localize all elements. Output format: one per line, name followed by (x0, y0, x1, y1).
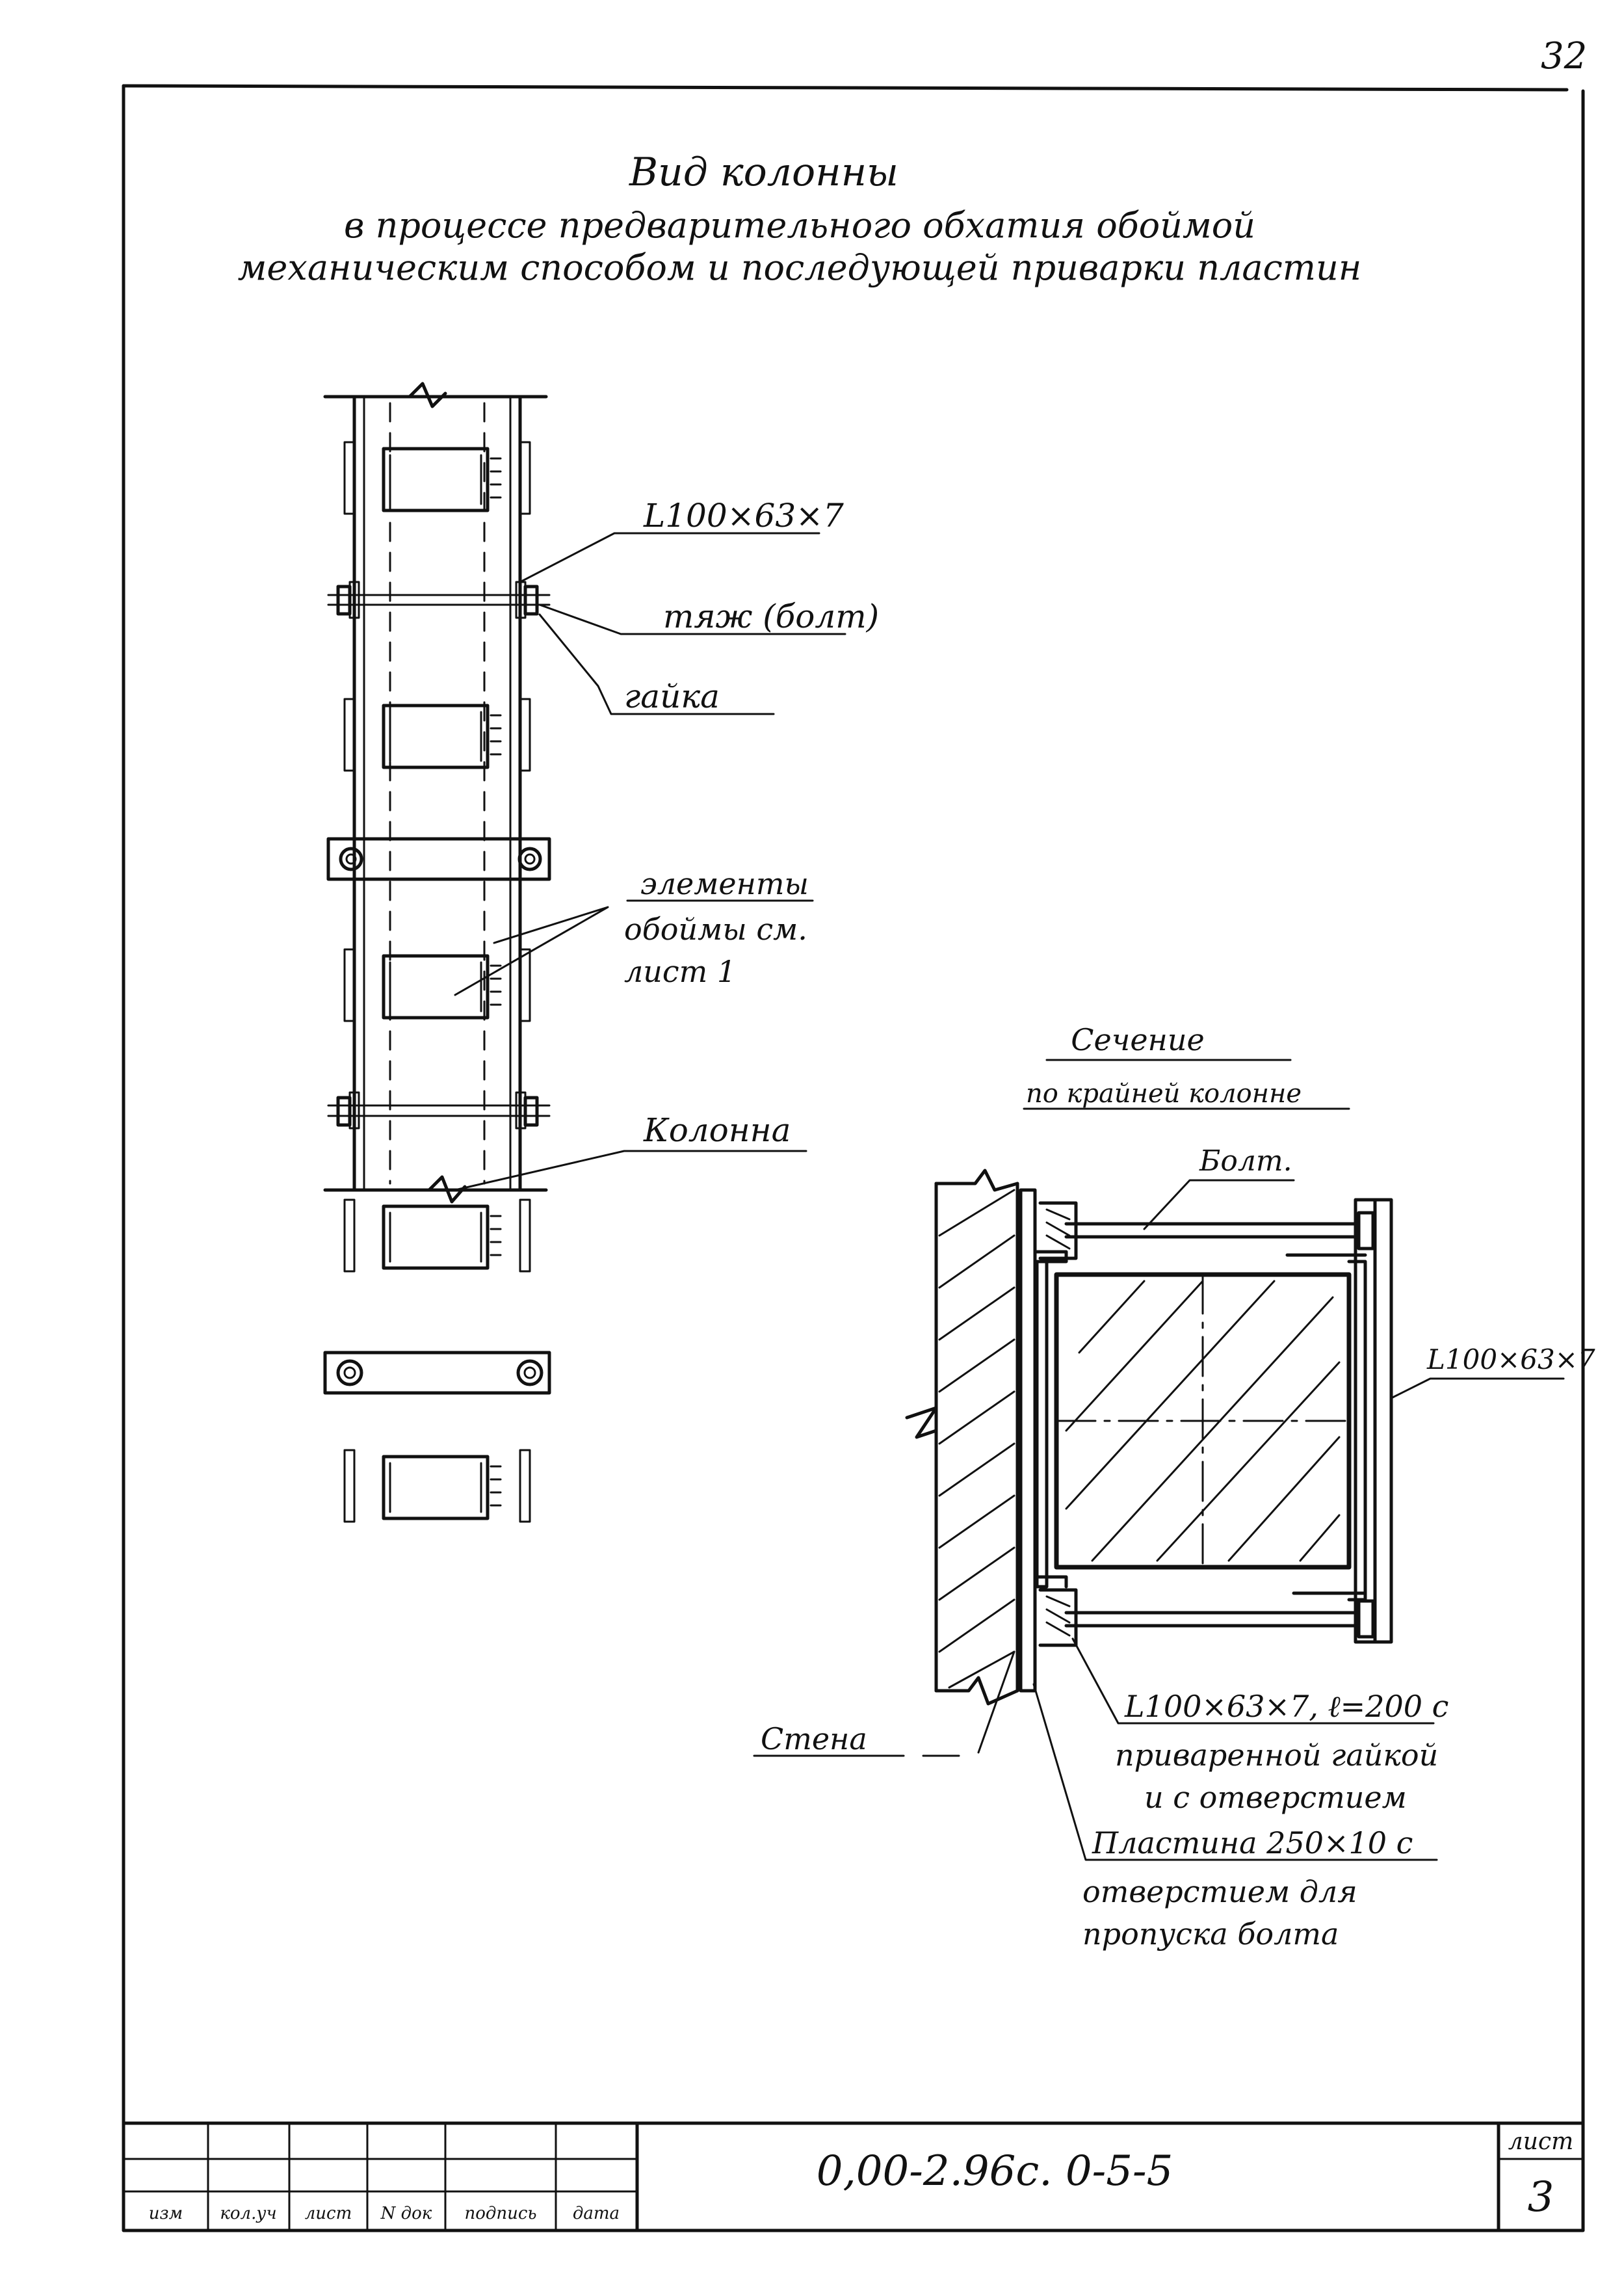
section-bolt-bottom (1038, 1588, 1375, 1647)
label-elements-2: обоймы см. (624, 912, 807, 947)
label-wall: Стена (761, 1721, 867, 1756)
clamp-plate (343, 441, 531, 515)
clamp-plate (343, 948, 531, 1022)
stamp-header-list: лист (305, 2204, 352, 2223)
tie-bolt (327, 1091, 551, 1130)
column-elevation (323, 382, 846, 1523)
label-elements-3: лист 1 (624, 954, 736, 989)
label-elements-1: элементы (640, 866, 809, 901)
section-title-2: по крайней колонне (1026, 1079, 1302, 1109)
page-number: 32 (1541, 35, 1587, 77)
strap-band (323, 1351, 551, 1395)
stamp-header-koluch: кол.уч (220, 2204, 276, 2223)
title-block (122, 2121, 1585, 2232)
sheet-number: 3 (1528, 2173, 1554, 2221)
stamp-header-podpis: подпись (464, 2204, 536, 2223)
clamp-plate (343, 1198, 531, 1273)
drawing-title: Вид колонны в процессе предварительного … (238, 150, 1362, 288)
label-nut: гайка (624, 678, 720, 715)
sheet-label: лист (1508, 2128, 1573, 2155)
title-line-1: Вид колонны (629, 150, 898, 195)
title-line-2: в процессе предварительного обхатия обой… (344, 205, 1255, 246)
label-angle-note-2: приваренной гайкой (1115, 1738, 1438, 1773)
label-tie-bolt: тяж (болт) (663, 598, 879, 635)
strap-band (326, 837, 551, 881)
section-bolt-top (1038, 1201, 1375, 1260)
stamp-header-izm: изм (149, 2204, 183, 2223)
section-title-1: Сечение (1071, 1022, 1204, 1057)
label-angle-note-1: L100×63×7, ℓ=200 с (1124, 1689, 1448, 1724)
wall (905, 1169, 1019, 1706)
stamp-header-data: дата (573, 2204, 620, 2223)
drawing-frame (122, 84, 1585, 2232)
document-designation: 0,00-2.96с. 0-5-5 (817, 2147, 1173, 2195)
label-angle-right: L100×63×7 (1426, 1343, 1595, 1375)
label-column: Колонна (643, 1111, 791, 1149)
section-view (905, 1169, 1565, 1861)
label-plate-2: отверстием для (1082, 1874, 1357, 1909)
label-plate-3: пропуска болта (1082, 1916, 1339, 1952)
clamp-plate (343, 1449, 531, 1523)
label-angle-note-3: и с отверстием (1144, 1780, 1407, 1815)
plate (1019, 1188, 1037, 1693)
tie-bolt (327, 581, 551, 619)
column-section (1054, 1272, 1352, 1570)
stamp-header-ndok: N док (380, 2204, 432, 2223)
title-line-3: механическим способом и последующей прив… (238, 247, 1362, 288)
label-plate-1: Пластина 250×10 с (1092, 1825, 1413, 1860)
label-angle: L100×63×7 (643, 497, 844, 535)
clamp-plate (343, 698, 531, 772)
label-bolt: Болт. (1199, 1144, 1292, 1178)
